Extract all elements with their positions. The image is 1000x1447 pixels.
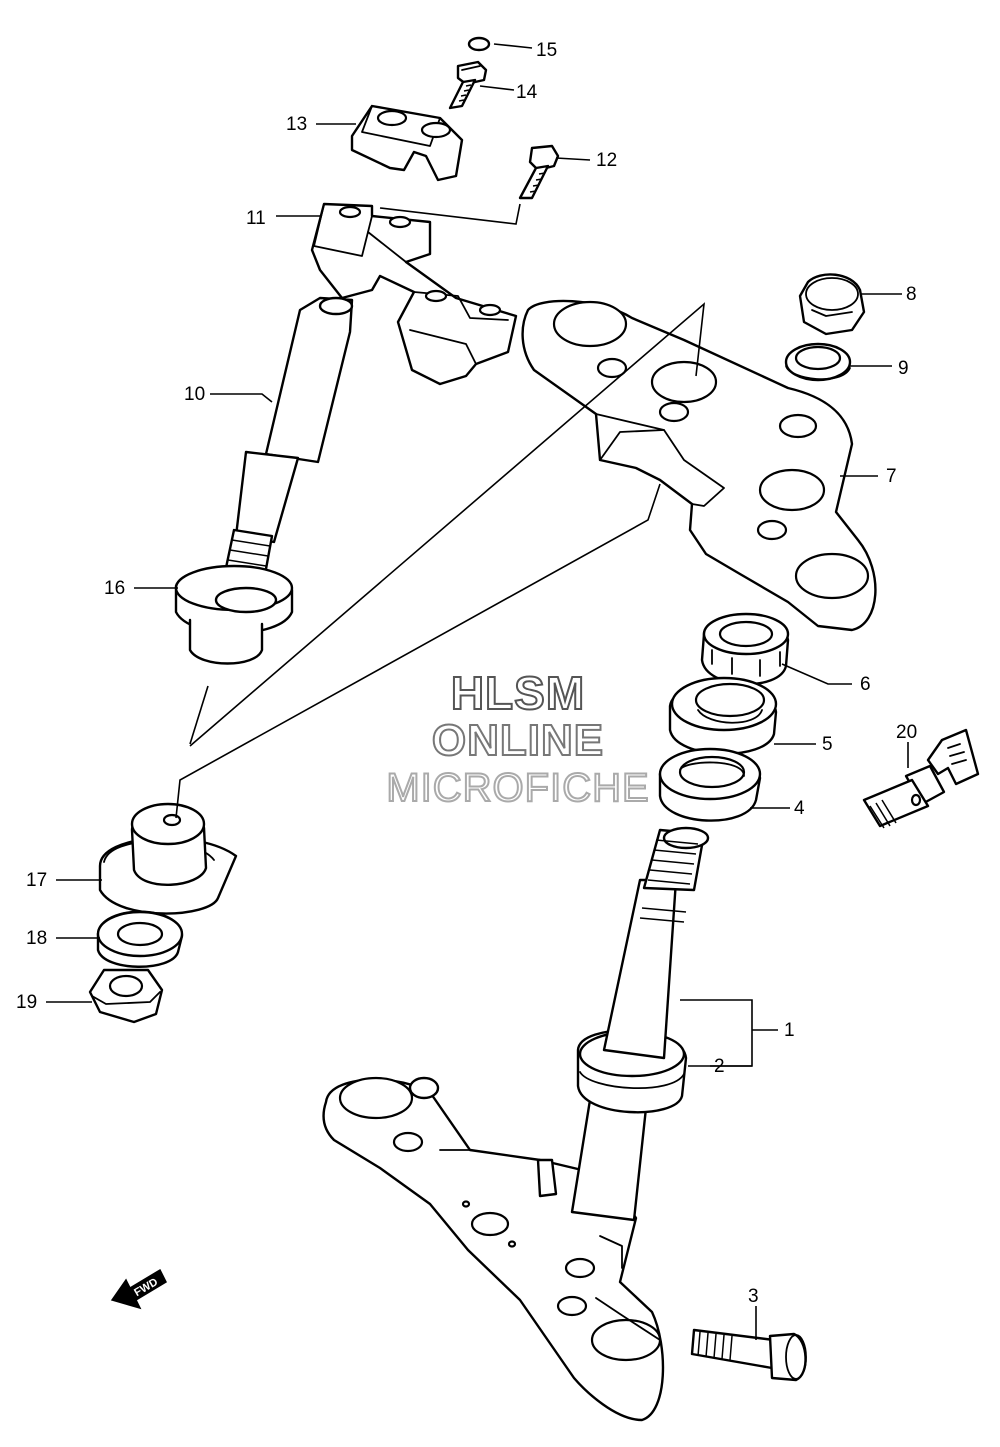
nut-icon[interactable]	[88, 968, 164, 1024]
watermark-line-1: HLSM	[450, 666, 586, 720]
callout-8: 8	[906, 284, 917, 305]
callout-15: 15	[536, 40, 557, 61]
callout-7: 7	[886, 466, 897, 487]
callout-17: 17	[26, 870, 47, 891]
bolt-icon[interactable]	[690, 1328, 807, 1382]
fwd-label: FWD	[132, 1276, 160, 1299]
callout-20: 20	[896, 722, 917, 743]
callout-labels: 15 14 13 12 11 8 9 10 7 16 6 5 20 4 17 1…	[16, 40, 917, 1307]
cushion-icon[interactable]	[98, 802, 238, 915]
watermark-line-2: ONLINE	[431, 715, 605, 766]
callout-6: 6	[860, 674, 871, 695]
washer-icon[interactable]	[784, 342, 852, 382]
fwd-arrow-icon: FWD	[110, 1268, 167, 1310]
assembly-guide-lines	[175, 203, 706, 819]
bolt-icon[interactable]	[518, 144, 560, 200]
head-nut-icon[interactable]	[798, 273, 866, 336]
callout-2: 2	[714, 1056, 725, 1077]
callout-18: 18	[26, 928, 47, 949]
callout-leaders	[46, 43, 909, 1340]
callout-12: 12	[596, 150, 617, 171]
callout-19: 19	[16, 992, 37, 1013]
callout-10: 10	[184, 384, 205, 405]
callout-1: 1	[784, 1020, 795, 1041]
callout-5: 5	[822, 734, 833, 755]
lower-bearing-icon[interactable]	[658, 747, 762, 822]
callout-13: 13	[286, 114, 307, 135]
holder-clamp-icon[interactable]	[350, 104, 464, 182]
handlebar-holder-icon[interactable]	[310, 202, 518, 386]
callout-14: 14	[516, 82, 538, 103]
callout-16: 16	[104, 578, 125, 599]
handlebar-post-icon[interactable]	[218, 296, 354, 604]
callout-11: 11	[246, 208, 266, 229]
cap-icon[interactable]	[467, 36, 491, 52]
watermark-line-3: MICROFICHE	[385, 765, 650, 811]
callout-9: 9	[898, 358, 909, 379]
cushion-icon[interactable]	[174, 564, 294, 665]
steering-stem-assembly-icon[interactable]	[322, 826, 710, 1422]
bolt-icon[interactable]	[448, 60, 488, 110]
upper-bearing-icon[interactable]	[668, 676, 778, 755]
callout-3: 3	[748, 1286, 759, 1307]
callout-4: 4	[794, 798, 805, 819]
washer-icon[interactable]	[96, 910, 184, 968]
steering-lock-icon[interactable]	[862, 728, 980, 829]
